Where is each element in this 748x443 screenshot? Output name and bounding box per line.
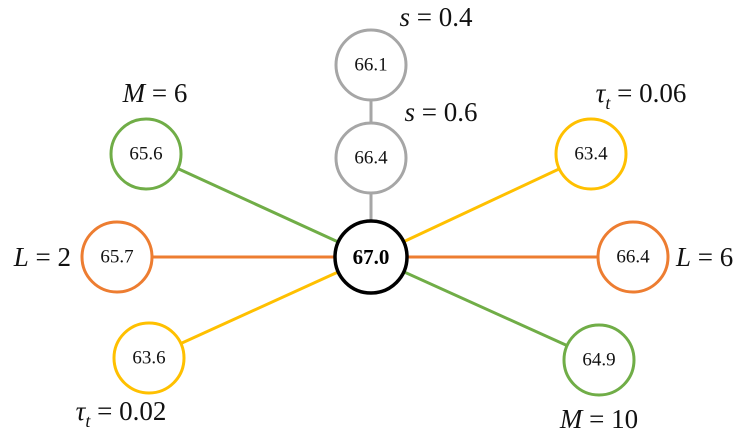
node-circle-center [333,219,409,295]
param-label-s-0-6: s = 0.6 [405,97,478,127]
edge-center-to-m-6 [145,152,372,259]
param-label-rest: = 6 [691,242,733,272]
node-value-l-2: 65.7 [100,247,133,268]
edge-center-to-tau-0-06 [370,152,592,259]
param-label-m-6: M = 6 [122,78,188,108]
edge-center-to-m-10 [370,255,600,362]
node-m-6: 65.6 [109,117,183,191]
param-label-sub: t [605,93,611,113]
param-label-var: s [405,97,416,127]
nodes-layer: 66.1 66.4 65.6 64.9 65.7 66.4 63.4 63.6 67.0 [80,28,670,397]
param-label-sub: t [85,411,91,431]
node-m-10: 64.9 [562,323,636,397]
node-value-tau-0-02: 63.6 [132,348,165,369]
param-label-rest: = 0.02 [90,396,166,426]
node-circle-tau-0-02 [112,321,186,395]
param-label-var: L [13,242,29,272]
node-circle-m-6 [109,117,183,191]
param-label-var: L [675,242,691,272]
param-label-var: M [559,404,584,434]
param-label-rest: = 0.4 [410,2,473,32]
param-label-var: τ [76,396,87,426]
node-circle-s-0-4 [334,28,408,102]
param-label-m-10: M = 10 [559,404,638,434]
param-label-rest: = 0.06 [610,78,686,108]
node-tau-0-06: 63.4 [554,117,628,191]
param-label-var: s [400,2,411,32]
node-l-2: 65.7 [80,220,154,294]
edges-layer [117,65,633,362]
node-value-tau-0-06: 63.4 [574,144,608,165]
node-circle-tau-0-06 [554,117,628,191]
node-circle-l-6 [596,220,670,294]
node-value-m-10: 64.9 [582,350,615,371]
edge-center-to-tau-0-02 [148,255,372,360]
node-l-6: 66.4 [596,220,670,294]
param-label-l-2: L = 2 [13,242,71,272]
node-value-s-0-4: 66.1 [354,55,387,76]
param-label-rest: = 6 [145,78,187,108]
node-value-center: 67.0 [353,245,390,269]
node-value-m-6: 65.6 [129,144,162,165]
param-label-s-0-4: s = 0.4 [400,2,473,32]
node-value-l-6: 66.4 [616,247,650,268]
param-label-var: τ [596,78,607,108]
node-value-s-0-6: 66.4 [354,148,388,169]
node-s-0-4: 66.1 [334,28,408,102]
param-label-rest: = 0.6 [415,97,477,127]
param-label-rest: = 2 [29,242,71,272]
node-circle-s-0-6 [334,121,408,195]
param-label-l-6: L = 6 [675,242,733,272]
param-label-tau-0-06: τt = 0.06 [596,78,687,113]
node-circle-l-2 [80,220,154,294]
param-label-rest: = 10 [582,404,638,434]
param-label-tau-0-02: τt = 0.02 [76,396,167,431]
param-label-var: M [122,78,147,108]
node-tau-0-02: 63.6 [112,321,186,395]
node-circle-m-10 [562,323,636,397]
node-center: 67.0 [333,219,409,295]
node-s-0-6: 66.4 [334,121,408,195]
